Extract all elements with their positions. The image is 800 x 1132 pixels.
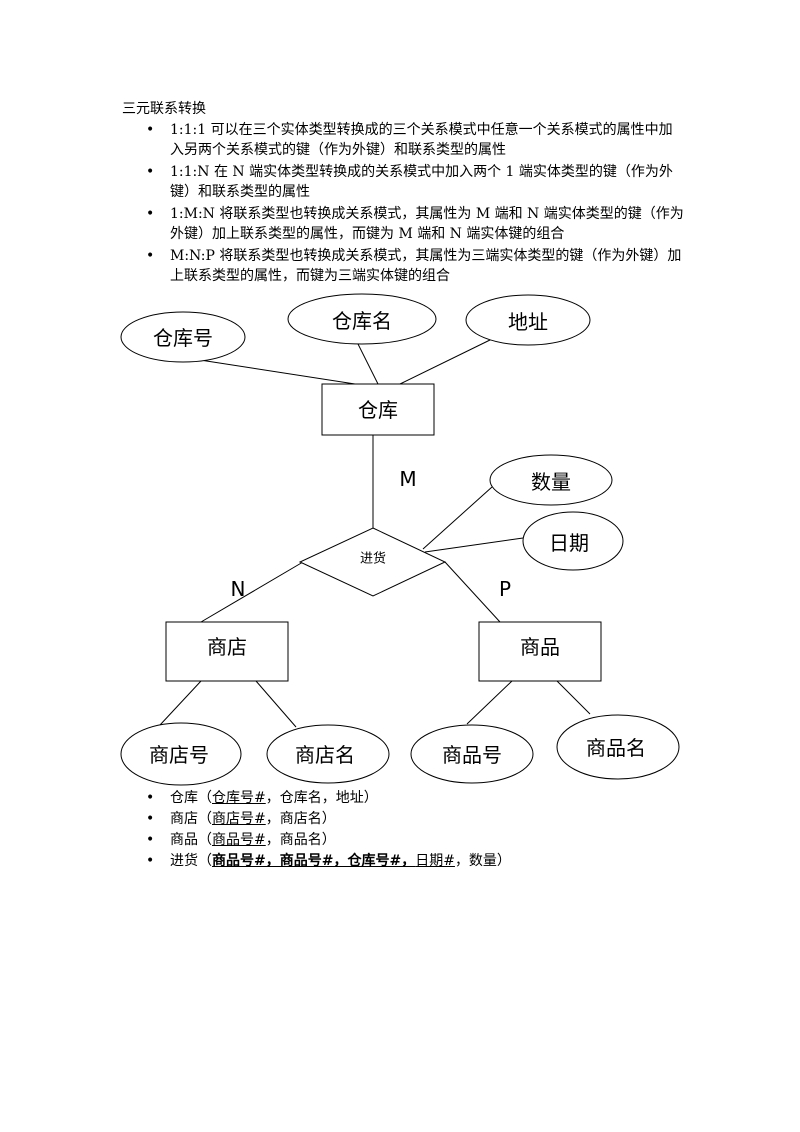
rule-text: 1:1:1 可以在三个实体类型转换成的三个关系模式中任意一个关系模式的属性中加入… xyxy=(170,122,673,158)
rule-text: 1:M:N 将联系类型也转换成关系模式，其属性为 M 端和 N 端实体类型的键（… xyxy=(170,206,684,242)
attr-product-no-label: 商品号 xyxy=(442,743,502,767)
cardinality-product-label: P xyxy=(499,577,511,601)
attr-quantity-label: 数量 xyxy=(531,470,571,494)
attr-store-name-label: 商店名 xyxy=(295,743,355,767)
bullet-icon: • xyxy=(146,206,155,222)
edge-product-relationship xyxy=(444,561,501,623)
attr-product-no-shape xyxy=(410,724,534,784)
schema-key-bold: 商品号#，商品号#，仓库号#， xyxy=(212,853,416,869)
edge-warehouse-no xyxy=(199,359,356,385)
bullet-icon: • xyxy=(146,164,155,180)
entity-product-label: 商品 xyxy=(520,635,560,659)
attr-address-shape xyxy=(465,294,591,346)
cardinality-store-label: N xyxy=(231,577,246,601)
schema-rest: ，数量） xyxy=(454,853,511,869)
schema-name: 进货 xyxy=(170,853,198,869)
bullet-icon: • xyxy=(146,832,155,848)
schema-rest: ，仓库名，地址） xyxy=(265,790,378,806)
schema-name: 商店 xyxy=(170,811,198,827)
schema-name: 仓库 xyxy=(170,790,198,806)
attr-address-label: 地址 xyxy=(508,310,548,334)
attr-date-shape xyxy=(522,511,624,571)
edge-date xyxy=(424,537,524,553)
schema-rest: ，商店名） xyxy=(265,811,336,827)
edge-warehouse-name xyxy=(356,341,379,385)
bullet-icon: • xyxy=(146,790,155,806)
rule-text: 1:1:N 在 N 端实体类型转换成的关系模式中加入两个 1 端实体类型的键（作… xyxy=(170,164,673,200)
entity-warehouse-shape xyxy=(321,383,435,436)
attr-quantity-shape xyxy=(489,454,613,506)
edge-quantity xyxy=(422,486,493,550)
relationship-purchase-shape xyxy=(298,527,447,597)
schema-open: （ xyxy=(198,832,212,848)
attr-warehouse-name-label: 仓库名 xyxy=(332,309,392,333)
relationship-purchase-label: 进货 xyxy=(360,551,386,567)
attr-store-no-shape xyxy=(120,722,242,786)
attr-product-name-shape xyxy=(556,714,680,780)
schema-name: 商品 xyxy=(170,832,198,848)
entity-store-label: 商店 xyxy=(207,635,247,659)
edge-product-name xyxy=(556,680,591,715)
bullet-icon: • xyxy=(146,853,155,869)
section-heading: 三元联系转换 xyxy=(122,101,206,117)
schema-key: 商品号# xyxy=(212,832,266,848)
edge-store-no xyxy=(159,680,202,726)
entity-store-shape xyxy=(165,621,289,682)
entity-warehouse-label: 仓库 xyxy=(358,398,398,422)
rule-text: M:N:P 将联系类型也转换成关系模式，其属性为三端实体类型的键（作为外键）加上… xyxy=(170,248,682,284)
edge-store-relationship xyxy=(200,561,304,623)
bullet-icon: • xyxy=(146,811,155,827)
attr-store-no-label: 商店号 xyxy=(149,743,209,767)
cardinality-warehouse-label: M xyxy=(399,467,416,491)
edge-product-no xyxy=(466,680,513,725)
bullet-icon: • xyxy=(146,122,155,138)
attr-store-name-shape xyxy=(266,724,390,784)
schema-open: （ xyxy=(198,853,212,869)
schema-key: 商店号# xyxy=(212,811,266,827)
bullet-icon: • xyxy=(146,248,155,264)
attr-warehouse-name-shape xyxy=(287,293,437,345)
schema-key: 日期# xyxy=(415,853,455,869)
schema-open: （ xyxy=(198,811,212,827)
attr-product-name-label: 商品名 xyxy=(586,736,646,760)
attr-warehouse-no-label: 仓库号 xyxy=(153,326,213,350)
attr-date-label: 日期 xyxy=(549,531,589,555)
entity-product-shape xyxy=(478,621,602,682)
schema-text: 进货（商品号#，商品号#，仓库号#，日期#，数量） xyxy=(170,851,511,871)
schema-open: （ xyxy=(198,790,212,806)
schema-text: 商品（商品号#，商品名） xyxy=(170,830,336,850)
schema-rest: ，商品名） xyxy=(265,832,336,848)
edge-store-name xyxy=(255,680,297,728)
schema-text: 仓库（仓库号#，仓库名，地址） xyxy=(170,788,378,808)
edge-address xyxy=(399,338,493,385)
attr-warehouse-no-shape xyxy=(120,311,246,363)
schema-text: 商店（商店号#，商店名） xyxy=(170,809,336,829)
schema-key: 仓库号# xyxy=(212,790,266,806)
